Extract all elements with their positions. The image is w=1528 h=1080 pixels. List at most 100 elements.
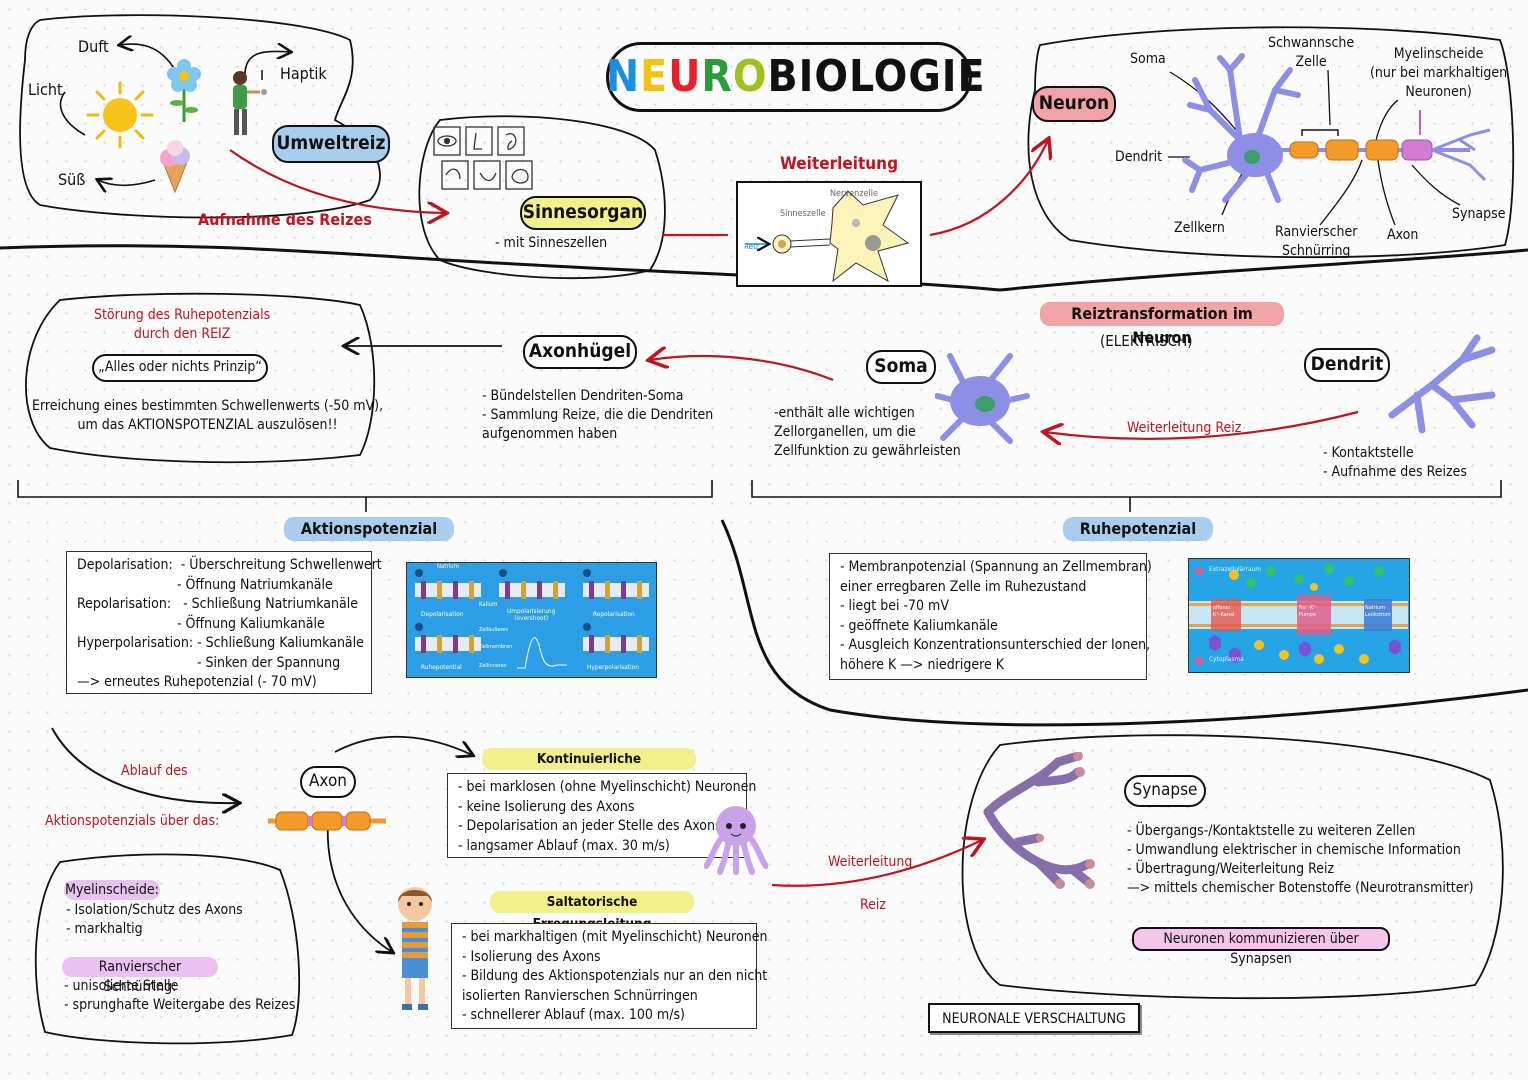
ueber-das: Aktionspotenzials über das: <box>45 813 220 829</box>
fig-natrium: Natrium <box>437 563 459 570</box>
fig-pumpe: Na⁺-K⁺- Pumpe <box>1299 605 1318 618</box>
page-title: NEUROBIOLOGIE <box>606 47 985 107</box>
ruhepotenzial-box: - Membranpotenzial (Spannung an Zellmemb… <box>829 553 1152 680</box>
label-haptik: Haptik <box>280 64 327 83</box>
title-letters-2: U <box>668 51 702 102</box>
cloud-synapse <box>961 734 1504 1000</box>
kont-box: - bei marklosen (ohne Myelinschicht) Neu… <box>447 773 756 858</box>
axonhuegel-notes: - Bündelstellen Dendriten-Soma - Sammlun… <box>482 388 714 442</box>
fig-zellmembran: Zellmembran <box>479 644 513 650</box>
fig-sinneszelle: Sinneszelle <box>780 209 826 219</box>
aktionspotenzial-box: Depolarisation: - Überschreitung Schwell… <box>66 551 382 694</box>
aktionspotenzial-figure: Natrium Kalium Depolarisation Umpolarisi… <box>406 562 657 678</box>
ablauf-des: Ablauf des <box>121 763 188 779</box>
sinnesorgan-note: - mit Sinneszellen <box>495 235 608 251</box>
axon-myelin-icon <box>268 811 386 831</box>
title-frame <box>606 42 972 112</box>
flower-icon <box>167 59 201 122</box>
fig-depolarisation: Depolarisation <box>421 610 464 618</box>
synapse-icon <box>983 752 1095 889</box>
ice-cream-icon <box>160 140 190 194</box>
ruhepotenzial-title: Ruhepotenzial <box>1063 517 1213 541</box>
fig-zellinneres: Zellinneres <box>479 663 507 669</box>
synapse-label: Synapse <box>1124 775 1206 807</box>
octopus-icon <box>704 806 768 875</box>
neuron-synapse: Synapse <box>1452 206 1506 222</box>
ruhepotenzial-figure: Extrazellulärraum Cytoplasma offener K⁺-… <box>1188 558 1410 673</box>
title-letters-0: N <box>606 51 641 102</box>
kont-title: Kontinuierliche Erregungsleitung <box>482 748 696 789</box>
fig-nervenzelle: Nervenzelle <box>830 189 878 199</box>
fig-kanal: offener K⁺-Kanal <box>1213 605 1235 618</box>
dendrit-notes: - Kontaktstelle - Aufnahme des Reizes <box>1323 445 1467 480</box>
myelin-title: Myelinscheide: <box>64 880 160 900</box>
cloud-sensory <box>19 14 381 219</box>
verschaltung-label: NEURONALE VERSCHALTUNG <box>928 1003 1140 1033</box>
cloud-myelin <box>34 853 301 1045</box>
fig-extrazellulaer: Extrazellulärraum <box>1209 565 1261 573</box>
ranvier-text: - unisolierte Stelle - sprunghafte Weite… <box>64 978 296 1013</box>
kommunizieren-label: Neuronen kommunizieren über Synapsen <box>1132 927 1390 967</box>
fig-repolarisation: Repolarisation <box>593 610 635 618</box>
neuron-dendrit: Dendrit <box>1115 149 1163 165</box>
schwelle-text: Erreichung eines bestimmten Schwellenwer… <box>32 398 384 433</box>
ap-panel <box>415 623 481 653</box>
separator-ruhe <box>720 519 1528 727</box>
ranvier-title: Ranvierscher Schnürring: <box>62 957 218 995</box>
label-licht: Licht <box>28 80 63 99</box>
neuron-soma: Soma <box>1130 51 1166 67</box>
neuron-ranvier: Ranvierscher Schnürring <box>1275 224 1358 259</box>
synapse-text: - Übergangs-/Kontaktstelle zu weiteren Z… <box>1127 823 1474 896</box>
sense-organs-icon <box>433 126 533 190</box>
weiterleitung-reiz: Weiterleitung Reiz <box>1127 420 1242 436</box>
fig-leckstrom: Natrium Leckstrom <box>1365 605 1391 618</box>
fig-zellaeusseres: Zelläußeres <box>479 627 509 633</box>
weiterleitung-label: Weiterleitung <box>780 154 899 174</box>
stoerung-text: Störung des Ruhepotenzials durch den REI… <box>94 307 271 342</box>
dendrite-icon <box>1388 334 1496 434</box>
ap-panel <box>583 569 649 599</box>
synapse-reiz: Reiz <box>860 897 886 913</box>
fig-kalium: Kalium <box>479 601 498 608</box>
fig-ruhepotential: Ruhepotential <box>421 663 462 671</box>
ap-panel <box>499 569 565 599</box>
person-icon <box>233 70 267 135</box>
sensory-cell-figure: Nervenzelle Sinneszelle Reiz <box>736 181 922 287</box>
cloud-stoerung <box>25 292 376 464</box>
title-letters-5: BIOLOGIE <box>767 51 986 102</box>
sinnesorgan-label: Sinnesorgan <box>520 196 646 230</box>
neuron-diagram <box>1182 53 1491 203</box>
salt-title: Saltatorische Erregungsleitung <box>490 891 694 932</box>
reiztrans-subtitle: (ELEKTRISCH) <box>1100 332 1193 350</box>
soma-notes: -enthält alle wichtigen Zellorganellen, … <box>774 405 961 459</box>
reiztrans-title: Reiztransformation im Neuron <box>1040 302 1284 347</box>
axonhuegel-label: Axonhügel <box>523 335 637 369</box>
fig-umpolarisierung: Umpolarisierung (overshoot) <box>507 607 556 622</box>
ap-curve <box>517 637 567 669</box>
aufnahme-label: Aufnahme des Reizes <box>198 210 372 229</box>
neuron-axon: Axon <box>1387 227 1419 243</box>
fig-reiz: Reiz <box>744 242 759 251</box>
dendrit-label: Dendrit <box>1304 348 1390 382</box>
cloud-neuron <box>1027 26 1515 259</box>
axon-label: Axon <box>300 766 356 798</box>
label-suess: Süß <box>58 170 86 189</box>
salt-box: - bei markhaltigen (mit Myelinschicht) N… <box>451 923 767 1029</box>
prinzip-label: „Alles oder nichts Prinzip“ <box>92 354 268 382</box>
soma-label: Soma <box>866 350 936 384</box>
synapse-weiterleitung: Weiterleitung <box>828 854 913 870</box>
neuron-zellkern: Zellkern <box>1174 220 1225 236</box>
neuron-schwann: Schwannsche Zelle <box>1268 35 1355 70</box>
label-duft: Duft <box>78 37 109 56</box>
fig-hyperpolarisation: Hyperpolarisation <box>587 663 639 671</box>
fig-cytoplasma: Cytoplasma <box>1209 655 1244 663</box>
title-letters-4: O <box>732 51 768 102</box>
myelin-text: - Isolation/Schutz des Axons - markhalti… <box>66 902 243 937</box>
neuron-label: Neuron <box>1032 86 1116 122</box>
neuron-myelin: Myelinscheide (nur bei markhaltigen Neur… <box>1370 46 1508 100</box>
title-letters-1: E <box>640 51 669 102</box>
umweltreiz-label: Umweltreiz <box>272 125 390 163</box>
ap-panel <box>583 623 649 653</box>
aktionspotenzial-title: Aktionspotenzial <box>284 517 454 541</box>
